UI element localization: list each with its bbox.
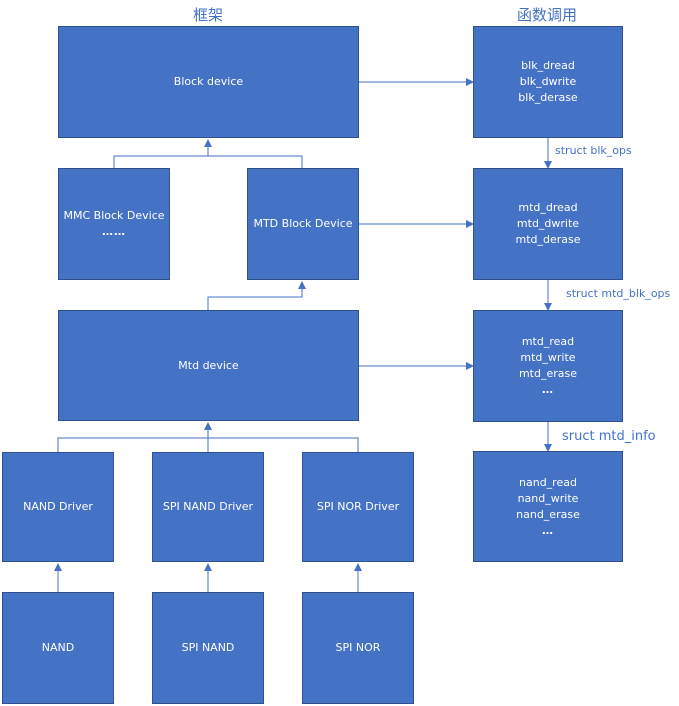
spi-nor-driver-box: SPI NOR Driver — [302, 452, 414, 562]
spi-nor-driver-label: SPI NOR Driver — [316, 500, 400, 513]
mtd-info-label: sruct mtd_info — [562, 429, 656, 444]
mmc-to-block-connector — [113, 155, 303, 168]
nand-driver-label: NAND Driver — [23, 500, 93, 513]
block-device-label: Block device — [173, 75, 244, 88]
nand-label: NAND — [41, 641, 75, 654]
mtd-functions-box: mtd_read mtd_write mtd_erase … — [473, 310, 623, 422]
spi-nor-box: SPI NOR — [302, 592, 414, 704]
nand-functions-ellipsis: … — [542, 523, 554, 537]
nand-erase-label: nand_erase — [516, 507, 580, 521]
spi-nand-driver-label: SPI NAND Driver — [162, 500, 254, 513]
mtd-functions-ellipsis: … — [542, 383, 554, 396]
mtd-write-label: mtd_write — [520, 351, 576, 364]
mtd-block-device-box: MTD Block Device — [247, 168, 359, 280]
nand-driver-box: NAND Driver — [2, 452, 114, 562]
block-device-box: Block device — [58, 26, 359, 138]
spi-nor-label: SPI NOR — [335, 641, 381, 654]
spi-nand-box: SPI NAND — [152, 592, 264, 704]
blk-derase-label: blk_derase — [518, 91, 578, 104]
nand-read-label: nand_read — [519, 475, 577, 489]
blk-ops-label: struct blk_ops — [555, 144, 632, 157]
mtd-to-mtdblock-connector — [207, 281, 306, 310]
mtd-block-device-label: MTD Block Device — [253, 217, 353, 230]
nand-box: NAND — [2, 592, 114, 704]
nand-write-label: nand_write — [517, 491, 579, 505]
mtd-blk-ops-label: struct mtd_blk_ops — [566, 287, 671, 300]
mtd-dwrite-label: mtd_dwrite — [516, 217, 580, 230]
blk-dwrite-label: blk_dwrite — [519, 75, 577, 88]
mmc-block-device-box: MMC Block Device …… — [58, 168, 170, 280]
blk-functions-box: blk_dread blk_dwrite blk_derase — [473, 26, 623, 138]
mtd-device-box: Mtd device — [58, 310, 359, 421]
mmc-block-device-ellipsis: …… — [102, 225, 126, 238]
function-calls-header: 函数调用 — [516, 6, 577, 24]
mtd-device-label: Mtd device — [178, 358, 239, 372]
mtd-read-label: mtd_read — [521, 335, 575, 348]
mtd-d-functions-box: mtd_dread mtd_dwrite mtd_derase — [473, 168, 623, 280]
framework-header: 框架 — [192, 6, 223, 24]
nand-functions-box: nand_read nand_write nand_erase … — [473, 451, 623, 562]
spi-nand-driver-box: SPI NAND Driver — [152, 452, 264, 562]
spi-nand-label: SPI NAND — [181, 641, 235, 654]
mtd-derase-label: mtd_derase — [515, 233, 581, 246]
mtd-erase-label: mtd_erase — [518, 367, 578, 380]
mtd-dread-label: mtd_dread — [518, 201, 578, 214]
mmc-block-device-label: MMC Block Device — [63, 209, 165, 222]
blk-dread-label: blk_dread — [521, 59, 575, 72]
